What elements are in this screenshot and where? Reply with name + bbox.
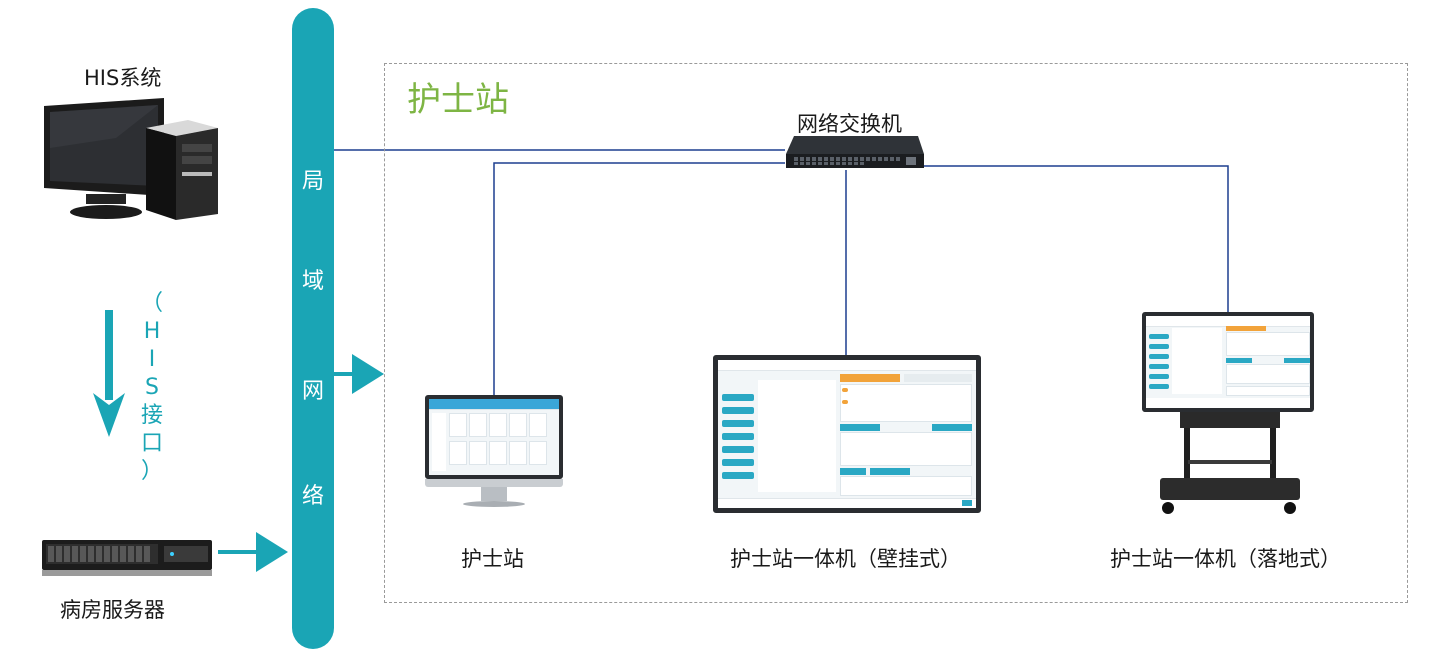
his-system-label: HIS系统 [84, 66, 162, 90]
desktop-computer-icon [44, 98, 218, 220]
rack-server-icon [42, 540, 212, 576]
wall-terminal-icon [713, 355, 981, 513]
lan-char: 局 [301, 169, 324, 194]
lan-char: 络 [301, 484, 324, 509]
lan-bar: 局 域 网 络 [292, 8, 334, 649]
network-switch-icon [786, 136, 924, 168]
line-switch-to-floor-terminal [915, 165, 1229, 312]
lan-char: 域 [301, 269, 324, 294]
his-interface-label: （ H I S 接 口 ） [140, 291, 163, 484]
floor-stand-terminal-icon [1140, 310, 1315, 525]
ward-server-label: 病房服务器 [60, 598, 165, 622]
nurse-station-group-title: 护士站 [407, 80, 509, 120]
monitor-icon [425, 395, 563, 515]
line-switch-to-nurse-pc [493, 162, 785, 395]
nurse-pc-label: 护士站 [461, 547, 524, 571]
lan-char: 网 [301, 379, 324, 404]
switch-label: 网络交换机 [797, 112, 902, 136]
wall-terminal-label: 护士站一体机（壁挂式） [730, 547, 961, 571]
his-interface-arrow [93, 310, 125, 437]
nurse-station-group [384, 63, 1408, 603]
floor-terminal-label: 护士站一体机（落地式） [1110, 547, 1341, 571]
